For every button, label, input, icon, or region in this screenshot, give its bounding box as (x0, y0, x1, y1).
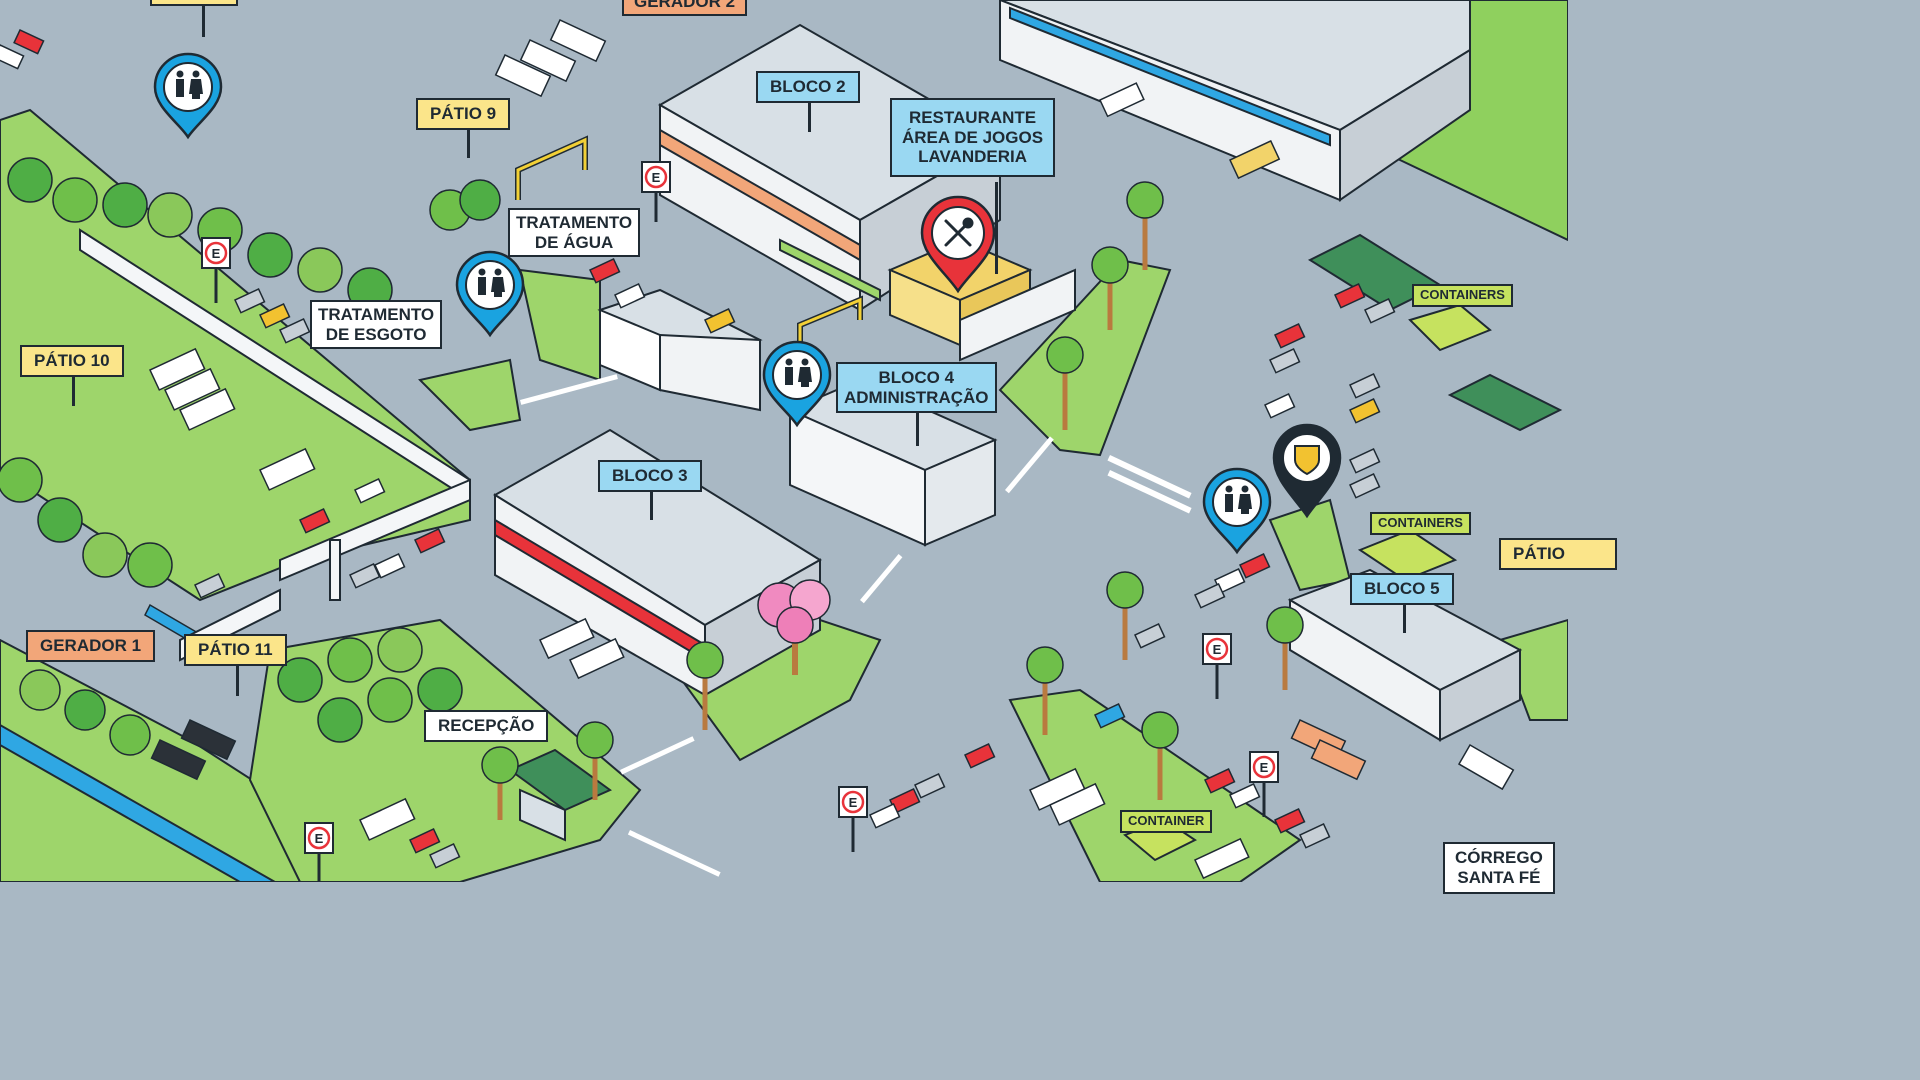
restroom-pin[interactable] (762, 340, 832, 428)
boundary-walls (79, 228, 471, 662)
label-top-cut (150, 0, 238, 6)
label-pole (1403, 605, 1406, 633)
restroom-icon (785, 358, 812, 387)
label-bloco-5[interactable]: BLOCO 5 (1350, 573, 1454, 605)
parking-prohibited-icon: E (1249, 751, 1279, 817)
label-container[interactable]: CONTAINER (1120, 810, 1213, 833)
parking-signs: E E E E E E (201, 161, 1279, 881)
building-restaurant (887, 238, 1076, 362)
crosswalks (519, 374, 1192, 877)
label-bloco-4[interactable]: BLOCO 4 ADMINISTRAÇÃO (836, 362, 997, 414)
parking-prohibited-icon: E (201, 237, 231, 303)
label-bloco-3[interactable]: BLOCO 3 (598, 460, 702, 492)
pink-tree (757, 579, 831, 675)
parking-prohibited-icon: E (304, 822, 334, 881)
parking-prohibited-icon: E (1202, 633, 1232, 699)
label-pole (808, 102, 811, 132)
label-restaurante[interactable]: RESTAURANTE ÁREA DE JOGOS LAVANDERIA (890, 98, 1056, 177)
label-patio-11[interactable]: PÁTIO 11 (184, 634, 287, 666)
building-bloco3 (493, 428, 822, 697)
label-tratamento-agua[interactable]: TRATAMENTO DE ÁGUA (508, 208, 641, 258)
tree-cluster (0, 157, 501, 756)
restroom-icon (478, 268, 505, 297)
security-pin[interactable] (1272, 423, 1342, 519)
label-corrego-santa-fe[interactable]: CÓRREGO SANTA FÉ (1443, 842, 1555, 894)
restroom-icon (1225, 485, 1252, 514)
warehouse-top-right (999, 0, 1471, 202)
shield-icon (1294, 445, 1320, 476)
label-pole (650, 490, 653, 520)
svg-text:E: E (1213, 642, 1222, 657)
label-patio-10[interactable]: PÁTIO 10 (20, 345, 124, 377)
fork-knife-icon (944, 217, 974, 247)
label-pole (467, 128, 470, 158)
svg-text:E: E (212, 246, 221, 261)
svg-text:E: E (1260, 760, 1269, 775)
label-containers-1[interactable]: CONTAINERS (1412, 284, 1513, 307)
label-pole (995, 182, 998, 274)
restroom-icon (176, 70, 203, 99)
restroom-pin[interactable] (1202, 467, 1272, 555)
label-pole (916, 412, 919, 446)
vehicles (0, 19, 1515, 880)
parking-prohibited-icon: E (641, 161, 671, 222)
label-pole (72, 376, 75, 406)
label-recepcao[interactable]: RECEPÇÃO (424, 710, 549, 742)
svg-text:E: E (652, 170, 661, 185)
label-tratamento-esgoto[interactable]: TRATAMENTO DE ESGOTO (310, 300, 443, 350)
water-treatment-building (597, 288, 763, 412)
restroom-pin[interactable] (153, 52, 223, 140)
restroom-pin[interactable] (455, 250, 525, 338)
label-gerador-1[interactable]: GERADOR 1 (26, 630, 156, 662)
label-bloco-2[interactable]: BLOCO 2 (756, 71, 860, 103)
reception-building (508, 748, 612, 842)
parking-prohibited-icon: E (838, 786, 868, 852)
label-gerador-2[interactable]: GERADOR 2 (622, 0, 748, 16)
facility-map: E E E E E E (0, 0, 1568, 882)
palm-trees (481, 181, 1304, 820)
label-patio-cut[interactable]: PÁTIO (1499, 538, 1617, 570)
svg-text:E: E (315, 831, 324, 846)
svg-text:E: E (849, 795, 858, 810)
label-patio-9[interactable]: PÁTIO 9 (416, 98, 511, 130)
restaurant-pin[interactable] (920, 195, 996, 294)
label-containers-2[interactable]: CONTAINERS (1370, 512, 1471, 535)
label-pole (236, 664, 239, 696)
label-pole (202, 5, 205, 37)
